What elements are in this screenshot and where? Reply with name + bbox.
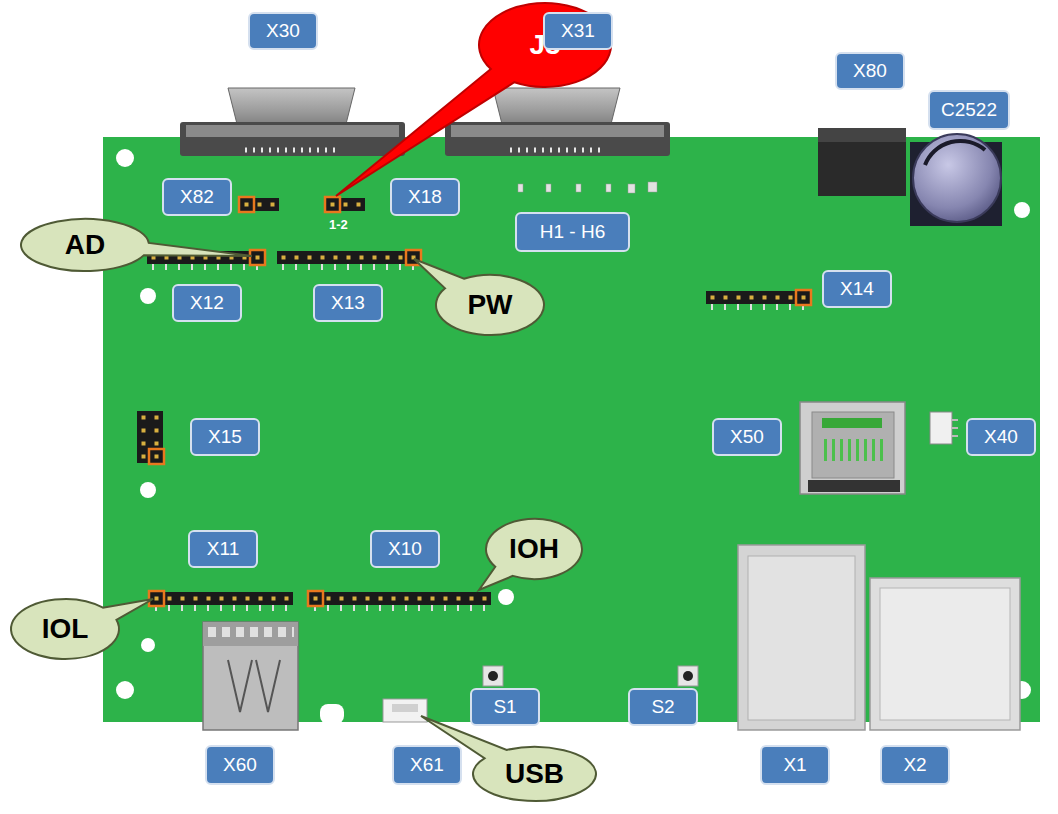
usb-a-port [203, 622, 298, 730]
label-box: X1 [760, 745, 830, 785]
part-label: C2522 [941, 99, 997, 121]
part-label: X11 [207, 538, 239, 560]
label-box: X18 [390, 178, 460, 216]
part-label: X12 [190, 292, 224, 314]
callout-bubble: AD [20, 218, 150, 272]
label-box: X11 [188, 530, 258, 568]
label-box: X15 [190, 418, 260, 456]
callout-bubble: IOH [485, 518, 583, 580]
part-label: X18 [408, 186, 442, 208]
label-box: X14 [822, 270, 892, 308]
capacitor [910, 134, 1002, 226]
sd-card-holder [800, 402, 905, 494]
small-connector [930, 412, 958, 444]
part-label: H1 - H6 [540, 221, 605, 243]
callout-text: IOL [42, 613, 89, 645]
pin-range-label: 1-2 [329, 217, 348, 232]
part-label: S2 [651, 696, 674, 718]
label-box: S1 [470, 688, 540, 726]
callout-text: IOH [509, 533, 559, 565]
label-box: X61 [392, 745, 462, 785]
callout-bubble: IOL [10, 598, 120, 660]
label-box: X12 [172, 284, 242, 322]
part-label: X15 [208, 426, 242, 448]
part-label: X61 [410, 754, 444, 776]
part-label: X30 [266, 20, 300, 42]
callout-bubble: PW [435, 274, 545, 336]
label-box: C2522 [928, 90, 1010, 130]
part-label: X82 [180, 186, 214, 208]
label-box: X50 [712, 418, 782, 456]
part-label: X2 [903, 754, 926, 776]
part-label: X50 [730, 426, 764, 448]
label-box: H1 - H6 [515, 212, 630, 252]
pin-one-marks [149, 197, 811, 606]
micro-usb-port [383, 699, 427, 722]
label-box: X40 [966, 418, 1036, 456]
part-label: X1 [783, 754, 806, 776]
power-jack [818, 128, 906, 196]
part-label: S1 [493, 696, 516, 718]
callout-text: USB [505, 758, 564, 790]
part-label: X13 [331, 292, 365, 314]
dsub-connector [180, 88, 405, 156]
part-label: X80 [853, 60, 887, 82]
label-box: X60 [205, 745, 275, 785]
label-box: X10 [370, 530, 440, 568]
callout-text: PW [467, 289, 512, 321]
push-buttons [483, 666, 698, 686]
part-label: X40 [984, 426, 1018, 448]
part-label: X60 [223, 754, 257, 776]
led-row [518, 182, 657, 193]
part-label: X31 [561, 20, 595, 42]
part-label: X10 [388, 538, 422, 560]
label-box: X2 [880, 745, 950, 785]
label-box: X82 [162, 178, 232, 216]
part-label: X14 [840, 278, 874, 300]
callout-bubble: USB [472, 746, 597, 802]
label-box: S2 [628, 688, 698, 726]
label-box: X80 [835, 52, 905, 90]
rj45-jacks [738, 545, 1020, 730]
callout-text: AD [65, 229, 105, 261]
label-box: X13 [313, 284, 383, 322]
label-box: X31 [543, 12, 613, 50]
pin-headers [137, 198, 810, 608]
pcb-board [103, 137, 1040, 722]
label-box: X30 [248, 12, 318, 50]
